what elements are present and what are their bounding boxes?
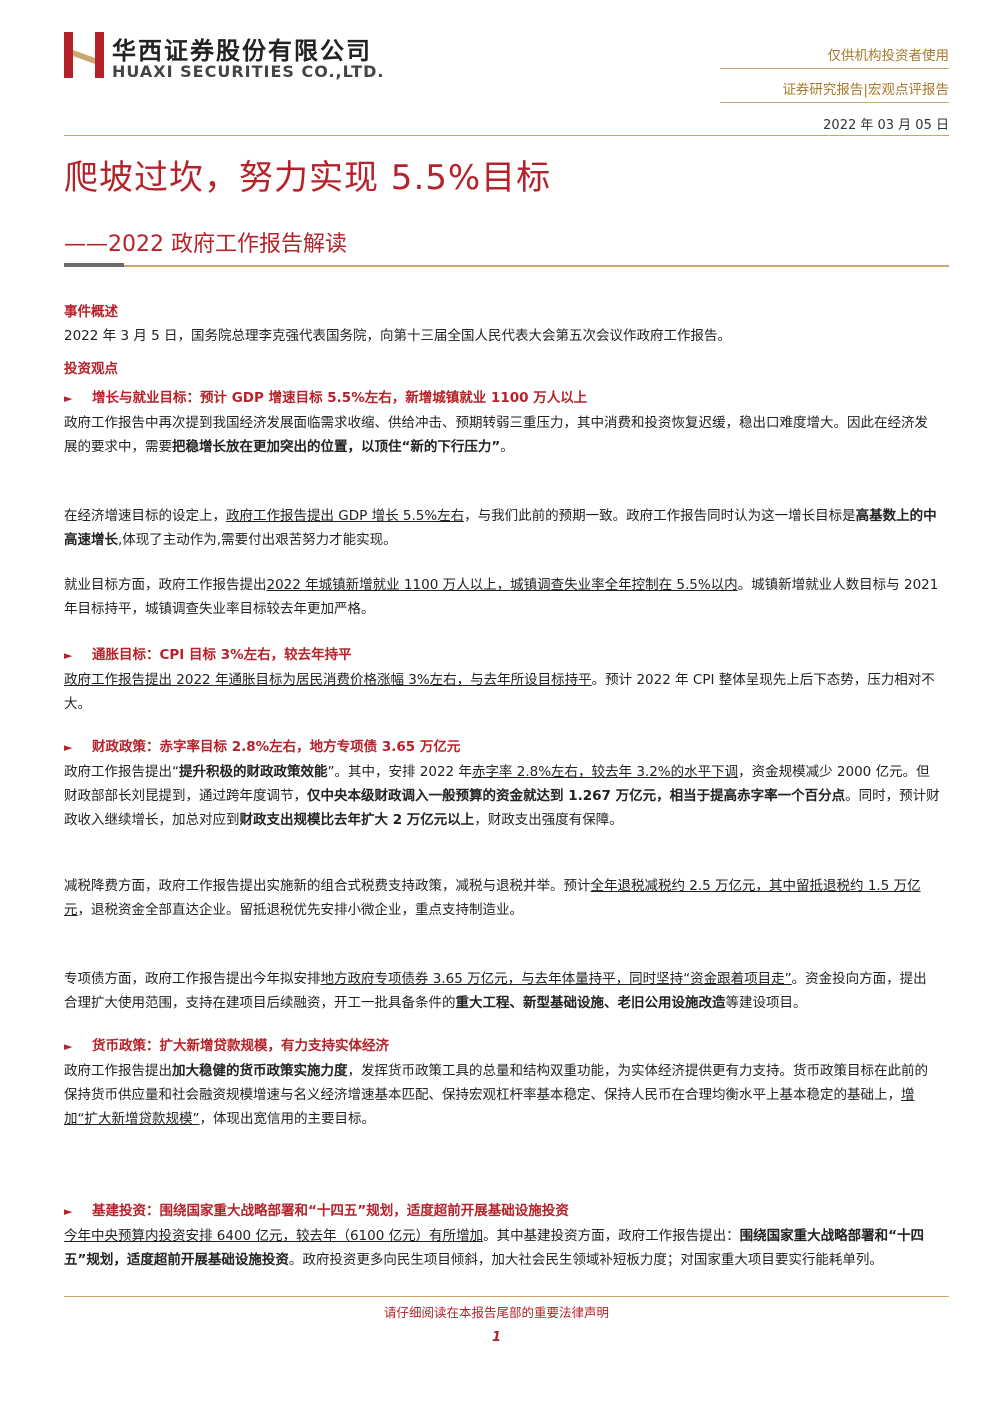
triangle-right-icon: ► (64, 741, 73, 754)
legal-notice: 请仔细阅读在本报告尾部的重要法律声明 (383, 1305, 609, 1320)
section-infrastructure: ►基建投资：围绕国家重大战略部署和“十四五”规划，适度超前开展基础设施投资 今年… (64, 1199, 940, 1272)
triangle-right-icon: ► (64, 392, 73, 405)
paragraph-tax: 减税降费方面，政府工作报告提出实施新的组合式税费支持政策，减税与退税并举。预计全… (64, 878, 921, 918)
paragraph: 政府工作报告提出“提升积极的财政政策效能”。其中，安排 2022 年赤字率 2.… (64, 764, 940, 828)
section-heading: ►基建投资：围绕国家重大战略部署和“十四五”规划，适度超前开展基础设施投资 (64, 1199, 940, 1224)
triangle-right-icon: ► (64, 1205, 73, 1218)
triangle-right-icon: ► (64, 649, 73, 662)
views-heading: 投资观点 (64, 361, 118, 377)
page-number: 1 (491, 1330, 502, 1345)
report-subtitle: ——2022 政府工作报告解读 (64, 232, 347, 257)
event-heading: 事件概述 (64, 304, 118, 320)
views-heading-block: 投资观点 (64, 357, 940, 381)
audience-label: 仅供机构投资者使用 (827, 48, 950, 64)
header-divider (720, 102, 949, 103)
paragraph: 政府工作报告中再次提到我国经济发展面临需求收缩、供给冲击、预期转弱三重压力，其中… (64, 415, 928, 455)
section-monetary: ►货币政策：扩大新增贷款规模，有力支持实体经济 政府工作报告提出加大稳健的货币政… (64, 1034, 940, 1131)
paragraph: 政府工作报告提出 2022 年通胀目标为居民消费价格涨幅 3%左右，与去年所设目… (64, 672, 935, 712)
section-inflation: ►通胀目标：CPI 目标 3%左右，较去年持平 政府工作报告提出 2022 年通… (64, 643, 940, 716)
title-rule-gold (124, 265, 949, 267)
event-text: 2022 年 3 月 5 日，国务院总理李克强代表国务院，向第十三届全国人民代表… (64, 328, 731, 344)
company-name-en: HUAXI SECURITIES CO.,LTD. (112, 62, 385, 81)
paragraph-special-bonds: 专项债方面，政府工作报告提出今年拟安排地方政府专项债券 3.65 万亿元，与去年… (64, 971, 927, 1011)
section-heading: ►财政政策：赤字率目标 2.8%左右，地方专项债 3.65 万亿元 (64, 735, 940, 760)
report-title: 爬坡过坎，努力实现 5.5%目标 (64, 158, 552, 198)
report-date: 2022 年 03 月 05 日 (823, 118, 949, 133)
section-growth: ►增长与就业目标：预计 GDP 增速目标 5.5%左右，新增城镇就业 1100 … (64, 386, 940, 459)
report-type-label: 证券研究报告|宏观点评报告 (782, 82, 949, 98)
section-heading: ►增长与就业目标：预计 GDP 增速目标 5.5%左右，新增城镇就业 1100 … (64, 386, 940, 411)
paragraph-growth-target: 在经济增速目标的设定上，政府工作报告提出 GDP 增长 5.5%左右，与我们此前… (64, 508, 937, 548)
title-rule-dark (64, 263, 124, 267)
footer-rule (64, 1296, 949, 1297)
triangle-right-icon: ► (64, 1040, 73, 1053)
huaxi-logo-icon (64, 32, 104, 78)
event-section: 事件概述 2022 年 3 月 5 日，国务院总理李克强代表国务院，向第十三届全… (64, 300, 940, 348)
section-fiscal: ►财政政策：赤字率目标 2.8%左右，地方专项债 3.65 万亿元 政府工作报告… (64, 735, 940, 832)
section-heading: ►货币政策：扩大新增贷款规模，有力支持实体经济 (64, 1034, 940, 1059)
paragraph-employment: 就业目标方面，政府工作报告提出2022 年城镇新增就业 1100 万人以上，城镇… (64, 577, 939, 617)
header-divider (720, 68, 949, 69)
section-heading: ►通胀目标：CPI 目标 3%左右，较去年持平 (64, 643, 940, 668)
company-name-cn: 华西证券股份有限公司 (112, 37, 372, 65)
header-rule (64, 135, 949, 136)
paragraph: 今年中央预算内投资安排 6400 亿元，较去年（6100 亿元）有所增加。其中基… (64, 1228, 924, 1268)
paragraph: 政府工作报告提出加大稳健的货币政策实施力度，发挥货币政策工具的总量和结构双重功能… (64, 1063, 928, 1127)
